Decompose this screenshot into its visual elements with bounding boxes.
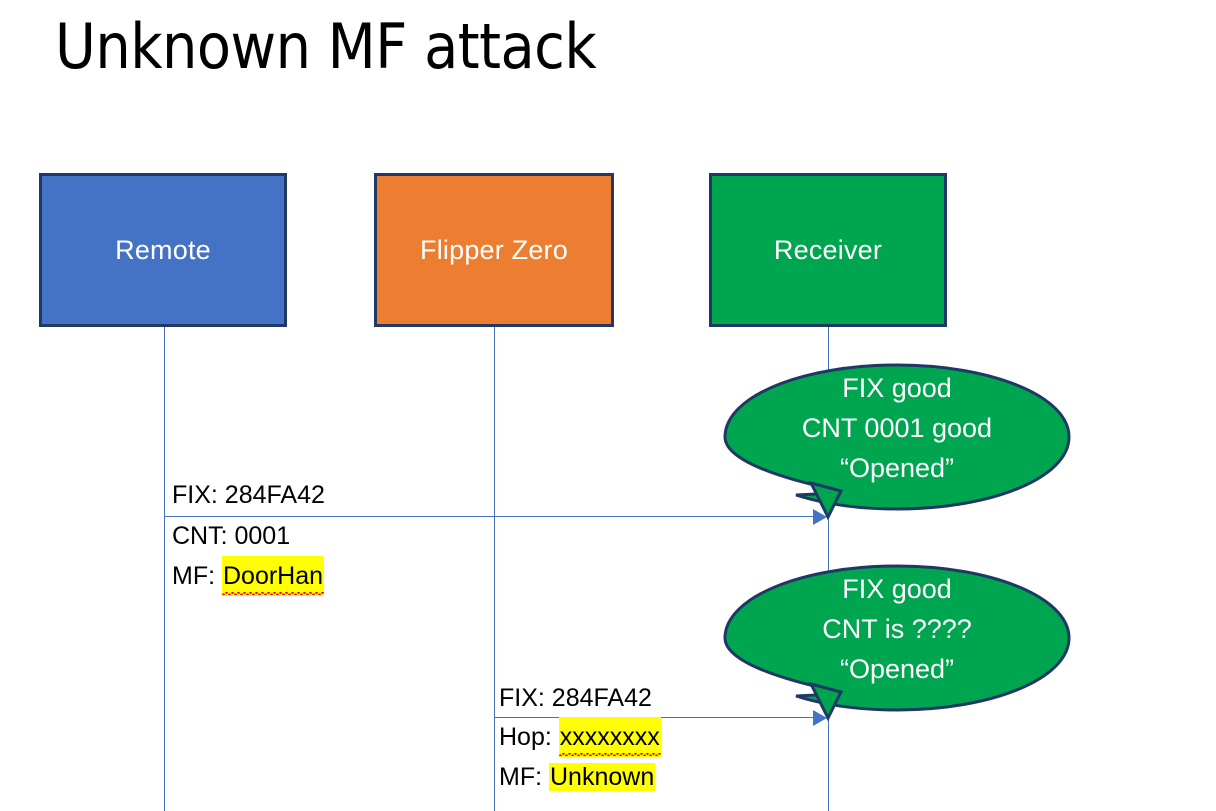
actor-label-receiver: Receiver [773,234,883,265]
actor-box-receiver[interactable]: Receiver [709,173,947,327]
callout-unknown[interactable]: FIX good CNT is ???? “Opened” [723,564,1071,722]
message-2-line-2-value: xxxxxxxx [558,717,661,757]
message-1-line-1: FIX: 284FA42 [172,475,325,515]
message-1-line-2: CNT: 0001 [172,516,290,556]
message-2-line-3-prefix: MF: [499,763,549,791]
message-2-line-3-value: Unknown [549,763,656,791]
callout-unknown-shape [723,564,1071,722]
message-1-line-3-prefix: MF: [172,562,222,590]
message-arrow-head-1 [813,509,827,525]
message-1-line-3: MF: DoorHan [172,556,325,596]
message-2-line-3: MF: Unknown [499,757,656,797]
lifeline-remote [164,327,165,811]
lifeline-flipper [494,327,495,811]
message-arrow-line-1 [164,516,816,517]
message-2-line-2-prefix: Hop: [499,723,559,751]
message-1-line-1-value: 284FA42 [224,481,325,509]
message-1-line-1-prefix: FIX: [172,481,225,509]
page-title: Unknown MF attack [55,10,597,83]
lifeline-receiver [828,327,829,811]
message-arrow-head-2 [813,710,827,726]
actor-label-remote: Remote [115,234,211,265]
message-2-line-1-value: 284FA42 [551,684,652,712]
message-1-line-2-prefix: CNT: [172,522,235,550]
actor-box-remote[interactable]: Remote [39,173,287,327]
message-1-line-2-value: 0001 [234,522,291,550]
actor-label-flipper: Flipper Zero [420,234,568,265]
message-2-line-1-prefix: FIX: [499,684,552,712]
callout-good[interactable]: FIX good CNT 0001 good “Opened” [723,363,1071,521]
message-2-line-2: Hop: xxxxxxxx [499,717,661,757]
message-2-line-1: FIX: 284FA42 [499,678,652,718]
actor-box-flipper[interactable]: Flipper Zero [374,173,614,327]
message-1-line-3-value: DoorHan [222,556,325,596]
callout-good-shape [723,363,1071,521]
